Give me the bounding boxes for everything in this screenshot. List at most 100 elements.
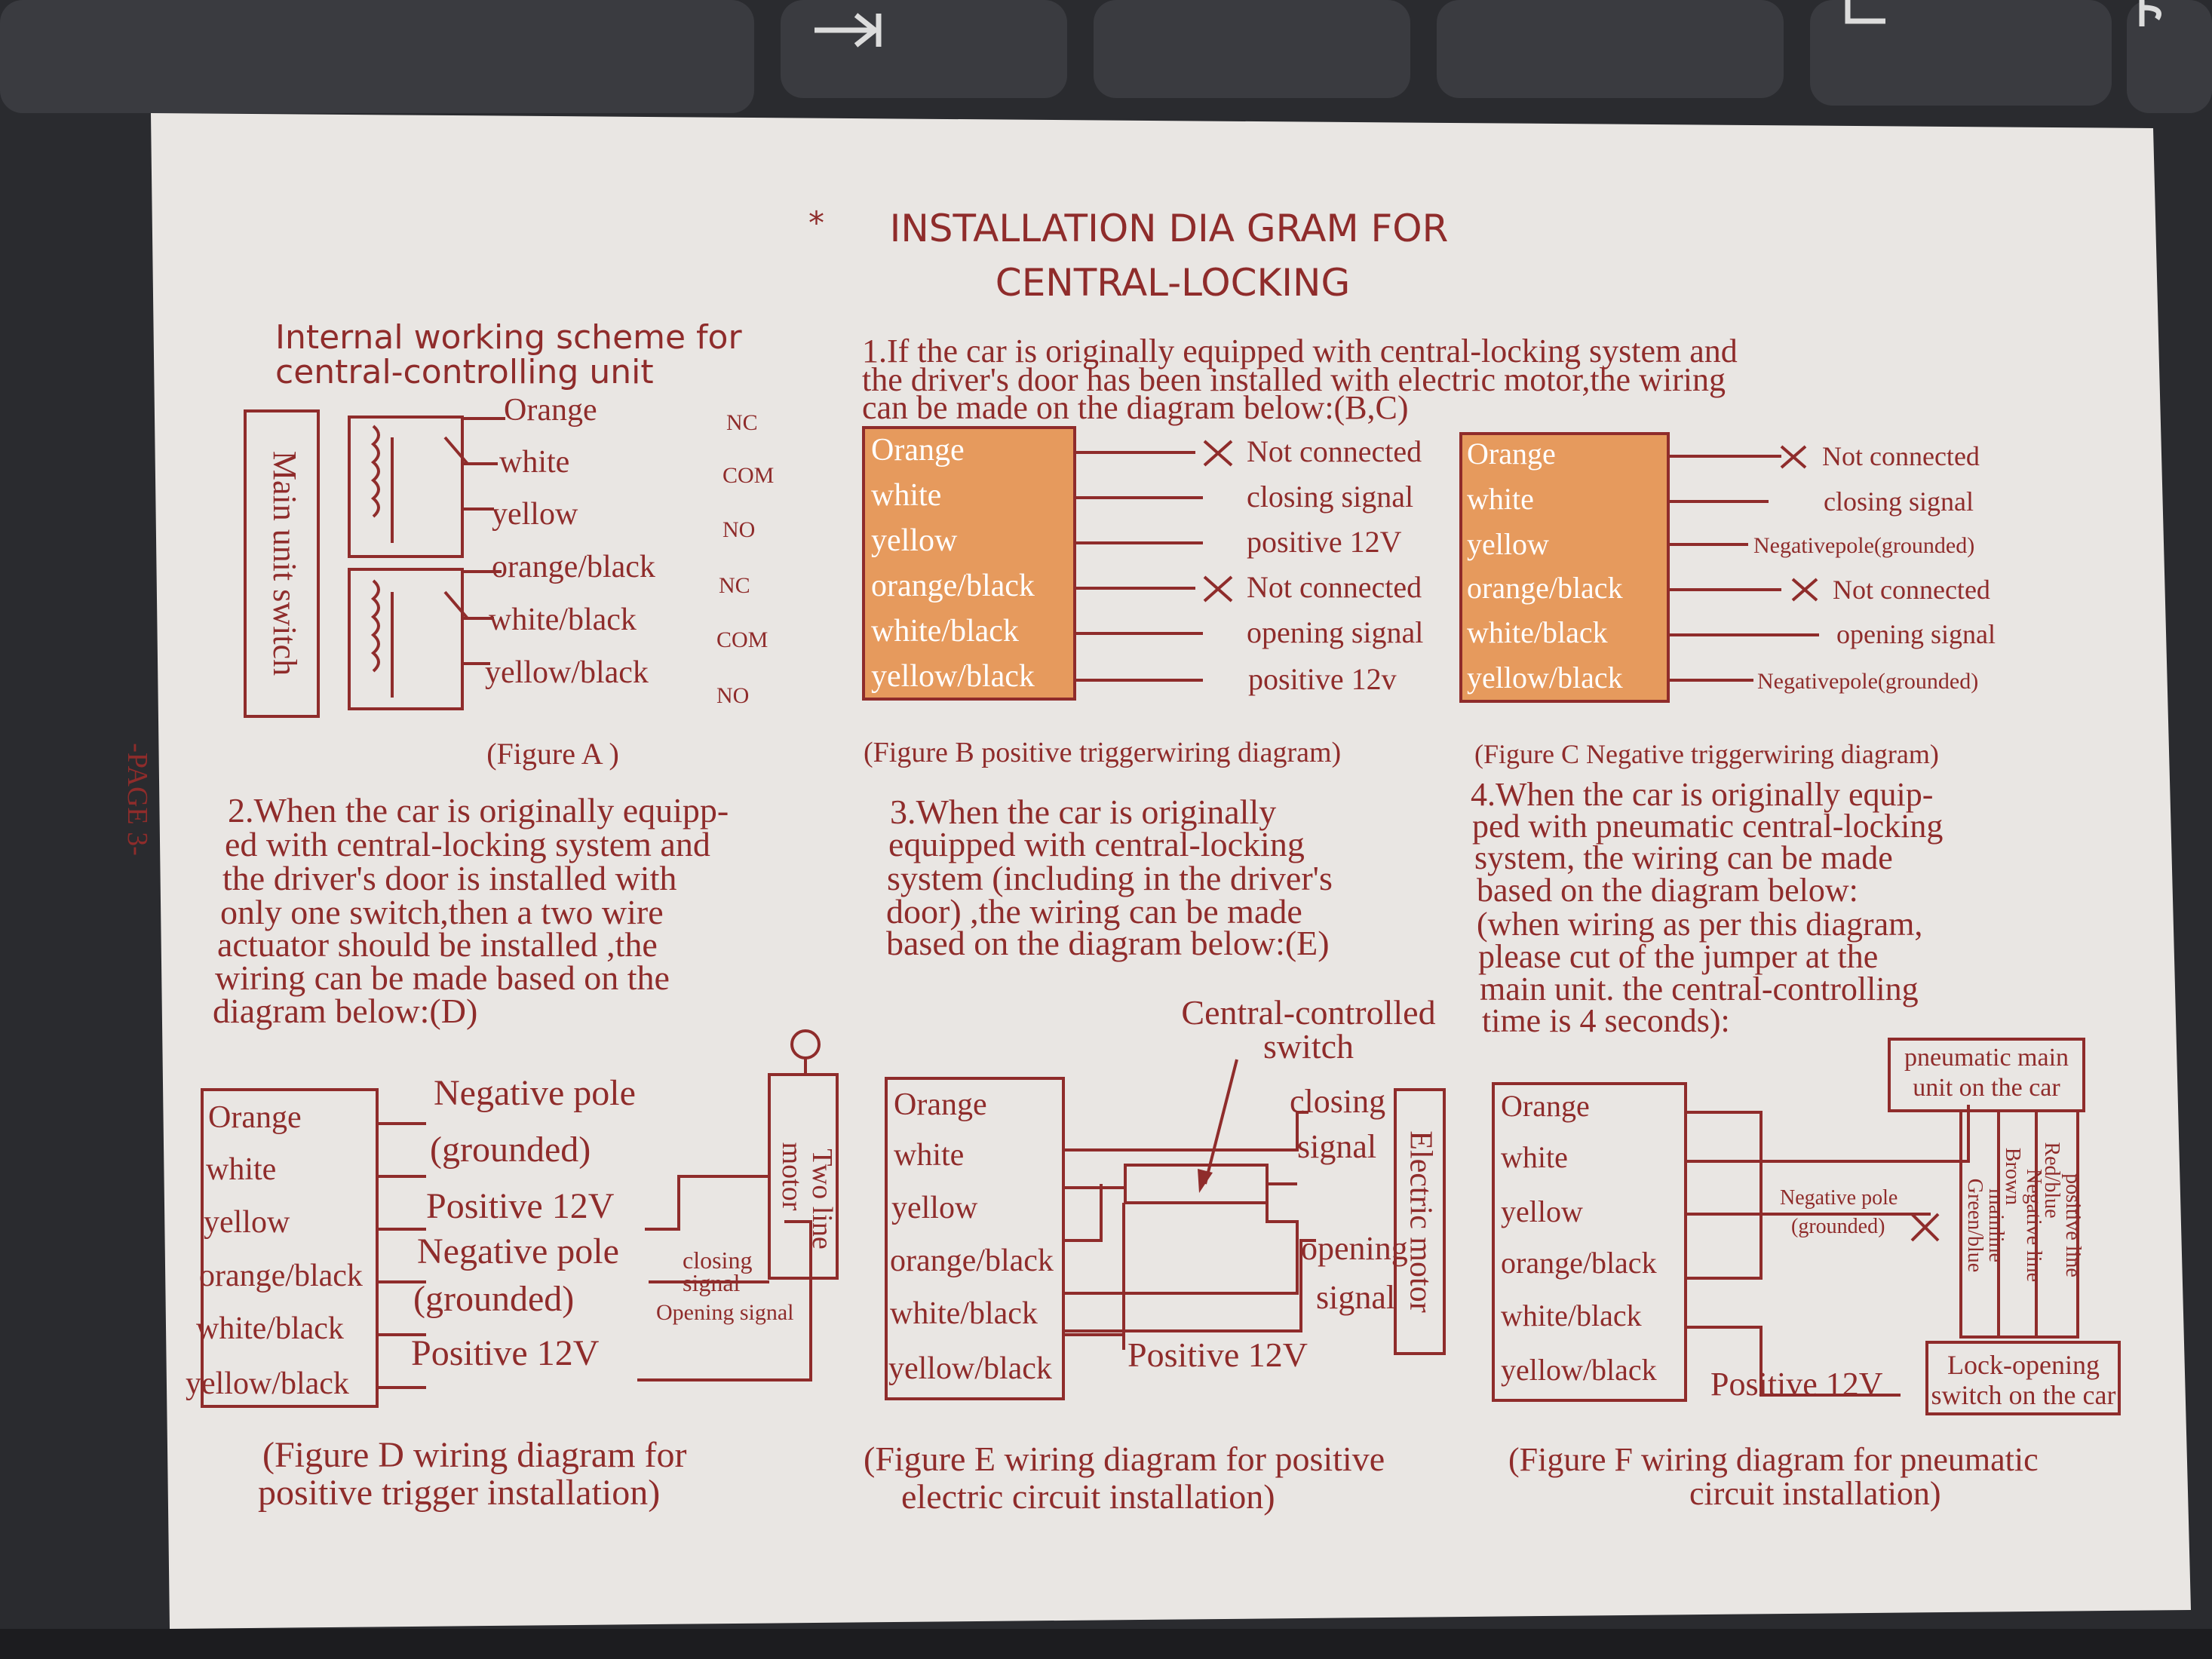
fig-b-wire-4: orange/black	[871, 569, 1035, 603]
figure-e: Central-controlled switch Orange white y…	[864, 993, 1446, 1516]
fig-d-label-6: Positive 12V	[411, 1333, 600, 1373]
fig-e-closing-2: signal	[1297, 1128, 1376, 1165]
section3-line: door) ,the wiring can be made	[886, 892, 1302, 931]
figure-f: Orange white yellow orange/black white/b…	[1492, 1038, 2121, 1512]
fig-d-wire-3: yellow	[204, 1205, 290, 1240]
fig-d-caption-2: positive trigger installation)	[258, 1473, 660, 1513]
fig-d-closing-1: closing	[683, 1247, 752, 1274]
fig-b-wire-6: yellow/black	[871, 659, 1035, 694]
fig-a-contact-5: COM	[716, 627, 768, 652]
section4-line: main unit. the central-controlling	[1480, 971, 1919, 1007]
fig-b-signal-3: positive 12V	[1247, 525, 1402, 559]
keyboard-key	[2127, 0, 2212, 113]
cut-icon	[1791, 578, 1818, 602]
cut-icon	[1780, 445, 1807, 469]
fig-f-neg-1: Negative pole	[1780, 1186, 1898, 1210]
fig-f-caption-1: (Figure F wiring diagram for pneumatic	[1508, 1441, 2039, 1478]
fig-f-wire-3: yellow	[1501, 1194, 1583, 1228]
fig-f-vertical-2a: Brown	[2001, 1148, 2024, 1205]
fig-f-vertical-1a: Green/blue	[1963, 1179, 1987, 1272]
fig-f-lock-1: Lock-opening	[1947, 1350, 2100, 1380]
fig-b-signal-6: positive 12v	[1248, 662, 1397, 696]
figure-a: Main unit switch Orange white yellow ora…	[244, 393, 774, 771]
section2-line: 2.When the car is originally equipp-	[228, 791, 729, 830]
fig-f-wire-4: orange/black	[1501, 1246, 1657, 1280]
fig-c-signal-3: Negativepole(grounded)	[1753, 533, 1974, 558]
keyboard-key	[1094, 0, 1410, 98]
fig-a-wire-3: yellow	[492, 497, 578, 532]
fig-f-main-2: unit on the car	[1913, 1074, 2060, 1102]
fig-e-switch-1: Central-controlled	[1181, 993, 1435, 1032]
fig-c-wire-6: yellow/black	[1467, 661, 1623, 695]
fig-e-motor: Electric motor	[1403, 1130, 1437, 1312]
fig-e-closing-1: closing	[1290, 1083, 1385, 1120]
title-star: *	[808, 204, 824, 241]
section3-line: system (including in the driver's	[887, 859, 1333, 897]
section1-line2: the driver's door has been installed wit…	[862, 361, 1726, 398]
diode-key-icon	[815, 13, 882, 48]
fig-f-main-1: pneumatic main	[1904, 1044, 2069, 1072]
fig-c-signal-5: opening signal	[1836, 619, 1996, 649]
section4-line: (when wiring as per this diagram,	[1477, 906, 1922, 943]
fig-e-positive: Positive 12V	[1127, 1335, 1308, 1374]
fig-d-wire-4: orange/black	[199, 1259, 363, 1293]
fig-c-signal-1: Not connected	[1822, 441, 1980, 471]
fig-a-wire-2: white	[499, 445, 569, 480]
fig-a-wire-1: Orange	[504, 393, 597, 428]
fig-c-wire-1: Orange	[1467, 437, 1556, 471]
section4-line: based on the diagram below:	[1477, 872, 1858, 909]
fig-a-contact-3: NO	[723, 517, 755, 542]
fig-c-caption: (Figure C Negative triggerwiring diagram…	[1474, 739, 1939, 769]
fig-f-vertical-3b: positive line	[2061, 1173, 2085, 1277]
fig-b-signal-1: Not connected	[1247, 434, 1422, 468]
fig-d-opening: Opening signal	[656, 1300, 793, 1325]
scheme-title-line1: Internal working scheme for	[275, 318, 742, 357]
fig-e-wire-3: yellow	[891, 1191, 978, 1225]
arrow-head-icon	[1198, 1169, 1213, 1193]
fig-b-wire-1: Orange	[871, 433, 965, 468]
fig-c-wire-3: yellow	[1467, 527, 1549, 561]
fig-c-signal-4: Not connected	[1833, 575, 1990, 605]
section3: 3.When the car is originally equipped wi…	[886, 793, 1333, 962]
page-label: -PAGE 3-	[121, 743, 153, 856]
fig-c-signal-2: closing signal	[1824, 486, 1974, 517]
e-key-icon	[1845, 0, 1885, 24]
section2-line: actuator should be installed ,the	[217, 925, 658, 964]
fig-e-opening-1: opening	[1301, 1230, 1408, 1267]
section4-line: system, the wiring can be made	[1474, 839, 1893, 876]
fig-d-wire-1: Orange	[208, 1100, 302, 1135]
fig-d-wire-6: yellow/black	[186, 1366, 349, 1401]
fig-d-wire-5: white/black	[196, 1311, 344, 1346]
fig-f-vertical-3a: Red/blue	[2040, 1142, 2063, 1218]
fig-d-label-5: (grounded)	[413, 1279, 574, 1319]
fig-d-label-3: Positive 12V	[426, 1186, 615, 1226]
section2-line: wiring can be made based on the	[215, 958, 670, 997]
paper-card	[151, 113, 2191, 1629]
fig-e-opening-2: signal	[1316, 1279, 1395, 1316]
section1-line1: 1.If the car is originally equipped with…	[862, 333, 1738, 370]
keyboard-key	[781, 0, 1067, 98]
fig-a-contact-6: NO	[716, 683, 749, 708]
fig-d-wire-2: white	[206, 1152, 276, 1187]
section4-line: 4.When the car is originally equip-	[1471, 776, 1933, 813]
fig-b-signal-4: Not connected	[1247, 570, 1422, 604]
fig-d-label-2: (grounded)	[430, 1130, 591, 1170]
keyboard-key	[1810, 0, 2112, 106]
section2: 2.When the car is originally equipp- ed …	[213, 791, 729, 1030]
fig-f-wire-5: white/black	[1501, 1299, 1642, 1332]
fig-b-caption: (Figure B positive triggerwiring diagram…	[864, 737, 1341, 768]
fig-b-signal-2: closing signal	[1247, 480, 1413, 514]
fig-a-caption: (Figure A )	[486, 737, 619, 771]
section2-line: ed with central-locking system and	[225, 825, 710, 863]
figure-d: Orange white yellow orange/black white/b…	[186, 1029, 839, 1513]
section3-line: equipped with central-locking	[888, 825, 1305, 863]
cut-icon	[1910, 1213, 1940, 1242]
fig-c-wire-5: white/black	[1467, 615, 1608, 649]
section3-line: based on the diagram below:(E)	[886, 924, 1330, 962]
figure-b: Orange white yellow orange/black white/b…	[862, 426, 1423, 768]
section4: 4.When the car is originally equip- ped …	[1471, 776, 1943, 1039]
section2-line: diagram below:(D)	[213, 992, 477, 1030]
fig-d-motor-1: Two line	[806, 1148, 838, 1249]
fig-f-positive: Positive 12V	[1710, 1366, 1883, 1403]
